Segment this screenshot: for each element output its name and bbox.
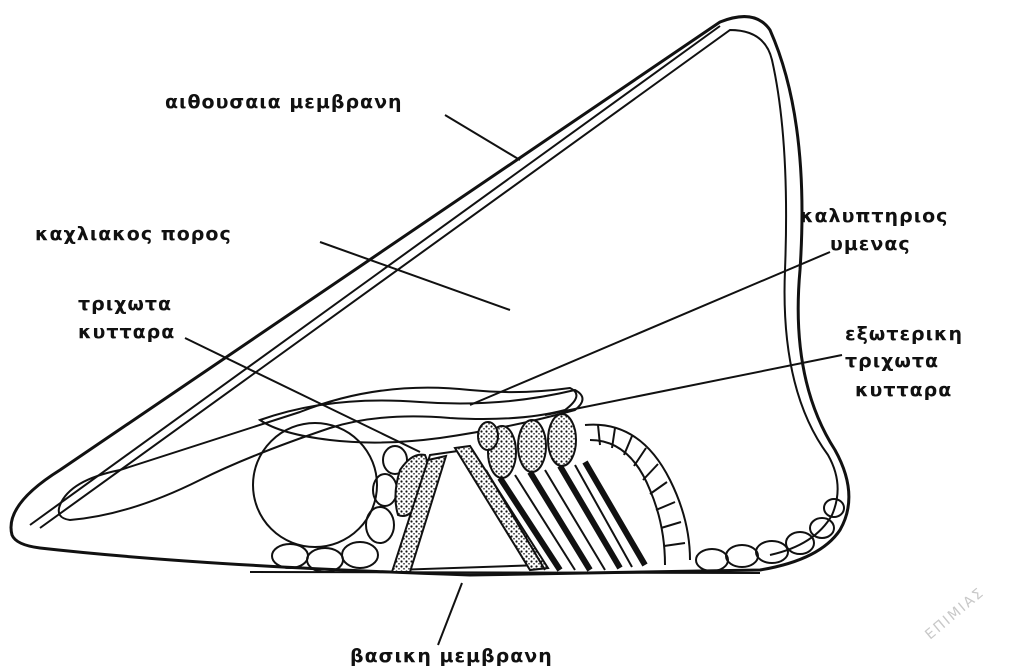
label-reissner-membrane: αιθουσαια μεμβρανη bbox=[165, 91, 403, 113]
inner-sulcus-cell bbox=[253, 423, 377, 547]
supporting-cells-left bbox=[272, 446, 407, 572]
leader-basilar bbox=[438, 583, 462, 645]
leader-reissner bbox=[445, 115, 520, 160]
leader-duct bbox=[320, 242, 510, 310]
label-outer-hair-line3: κυτταρα bbox=[855, 379, 952, 401]
label-outer-hair-line2: τριχωτα bbox=[845, 350, 939, 372]
label-tectorial-line2: υμενας bbox=[830, 233, 911, 255]
label-cochlear-duct: καχλιακος πορος bbox=[35, 223, 232, 245]
label-outer-hair-line1: εξωτερικη bbox=[845, 323, 963, 345]
label-inner-hair-line1: τριχωτα bbox=[78, 293, 172, 315]
leader-tectorial bbox=[470, 252, 830, 405]
label-tectorial-line1: καλυπτηριος bbox=[800, 205, 948, 227]
label-basilar-membrane: βασικη μεμβρανη bbox=[350, 645, 553, 667]
leader-outer-hair bbox=[545, 355, 842, 415]
basilar-membrane-line bbox=[250, 572, 760, 573]
label-inner-hair-line2: κυτταρα bbox=[78, 321, 175, 343]
hensen-cells-inner bbox=[590, 440, 665, 565]
watermark: ΕΠΙΜΙΑΣ bbox=[922, 584, 988, 643]
claudius-cells bbox=[696, 499, 844, 571]
